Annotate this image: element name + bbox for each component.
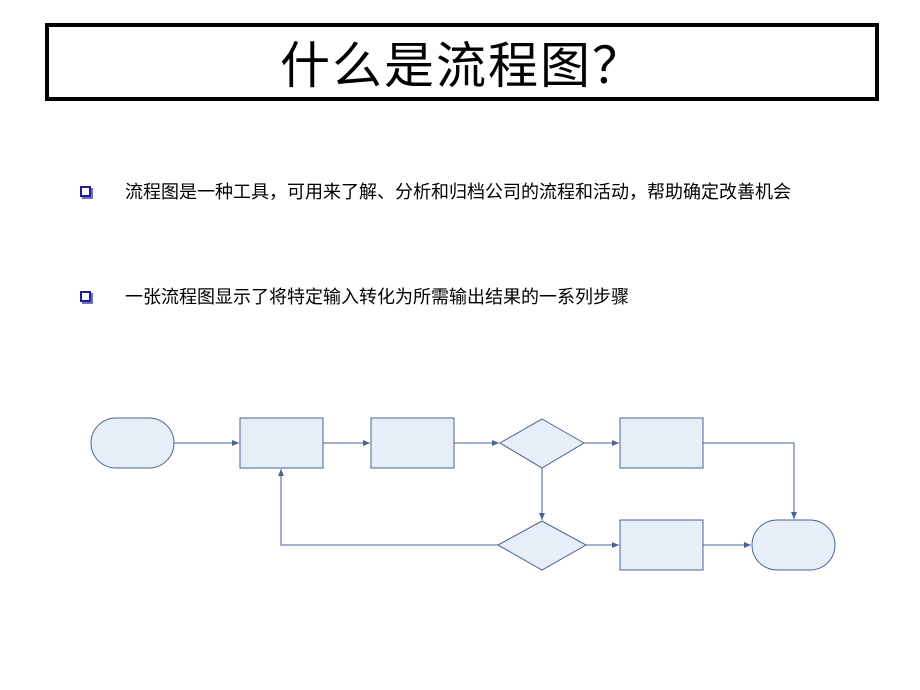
- bullet-item: 一张流程图显示了将特定输入转化为所需输出结果的一系列步骤: [80, 285, 850, 310]
- flowchart-decision-2: [496, 520, 588, 571]
- flowchart-start-terminator: [90, 417, 175, 469]
- bullet-text: 一张流程图显示了将特定输入转化为所需输出结果的一系列步骤: [125, 287, 629, 308]
- flowchart-connector: [703, 442, 797, 519]
- page-title: 什么是流程图？: [280, 37, 644, 95]
- square-bullet-icon: [80, 291, 91, 302]
- flowchart-decision-1: [499, 418, 585, 469]
- bullet-text: 流程图是一种工具，可用来了解、分析和归档公司的流程和活动，帮助确定改善机会: [125, 182, 791, 203]
- flowchart-end-terminator: [751, 519, 836, 571]
- flowchart-process-4: [619, 519, 704, 571]
- flowchart-process-3: [619, 417, 704, 469]
- flowchart-process-2: [370, 417, 455, 469]
- title-box: 什么是流程图？: [45, 23, 879, 101]
- bullet-item: 流程图是一种工具，可用来了解、分析和归档公司的流程和活动，帮助确定改善机会: [80, 180, 850, 205]
- flowchart-connector: [278, 469, 498, 546]
- flowchart-process-1: [239, 417, 324, 469]
- square-bullet-icon: [80, 186, 91, 197]
